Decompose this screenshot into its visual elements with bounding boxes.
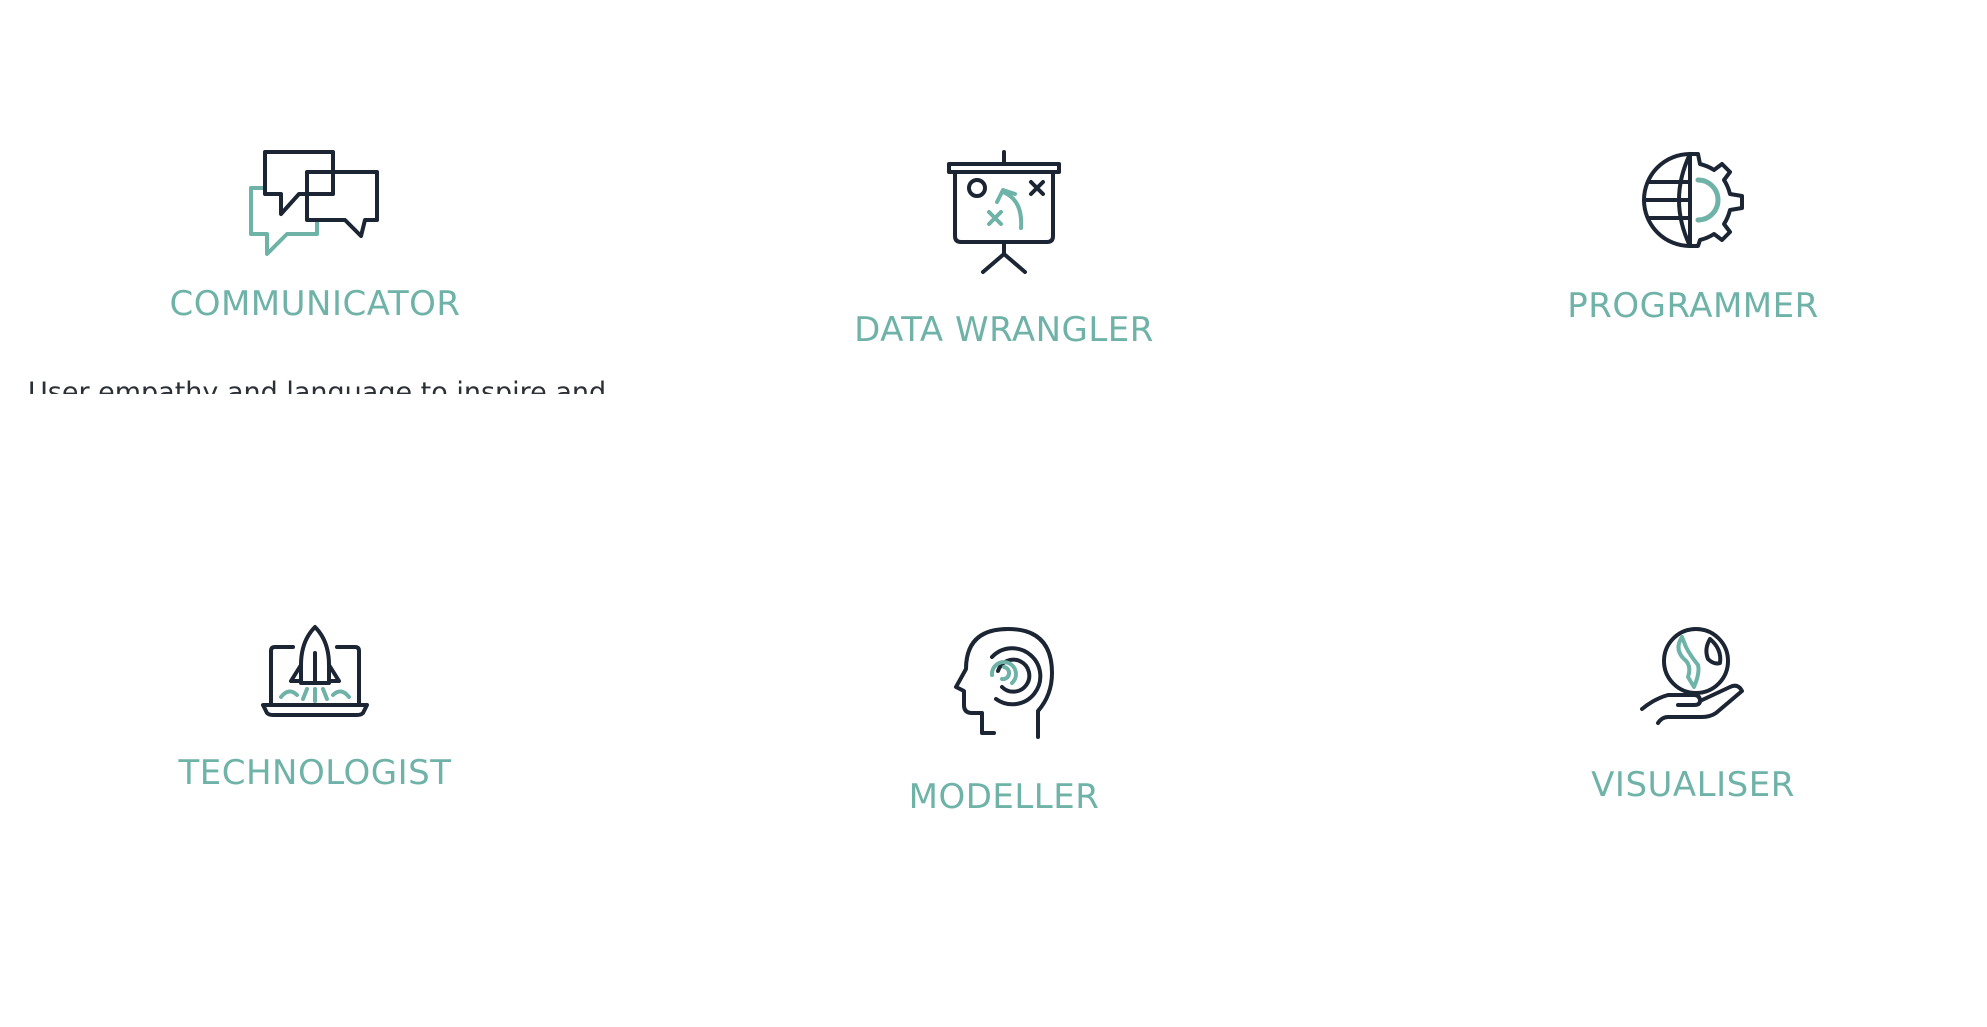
role-description-communicator: User empathy and language to inspire and [28, 377, 607, 394]
role-card-data-wrangler[interactable]: DATA WRANGLER [704, 150, 1304, 350]
strategy-board-icon [947, 150, 1061, 276]
role-description-communicator-clip: User empathy and language to inspire and [28, 368, 618, 394]
role-card-visualiser[interactable]: VISUALISER [1393, 625, 1987, 805]
globe-gear-icon [1638, 150, 1748, 250]
role-card-technologist[interactable]: TECHNOLOGIST [15, 625, 615, 793]
laptop-rocket-icon [261, 625, 369, 719]
role-card-communicator[interactable]: COMMUNICATOR [15, 150, 615, 324]
role-label-data-wrangler: DATA WRANGLER [854, 310, 1154, 350]
role-label-technologist: TECHNOLOGIST [178, 753, 452, 793]
role-label-modeller: MODELLER [908, 777, 1100, 817]
role-card-modeller[interactable]: MODELLER [704, 625, 1304, 817]
role-label-programmer: PROGRAMMER [1567, 286, 1819, 326]
head-maze-icon [952, 625, 1056, 741]
role-label-communicator: COMMUNICATOR [169, 284, 461, 324]
role-label-visualiser: VISUALISER [1591, 765, 1795, 805]
role-card-programmer[interactable]: PROGRAMMER [1393, 150, 1987, 326]
hand-globe-icon [1638, 625, 1748, 727]
chat-bubbles-icon [247, 150, 383, 258]
